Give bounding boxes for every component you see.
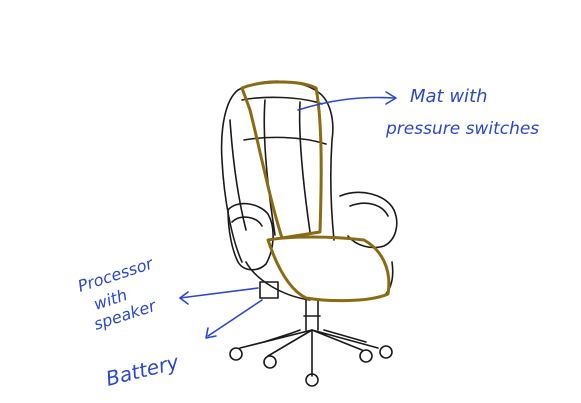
backrest-side [230,120,246,230]
arrow-mat [298,98,394,111]
label-battery: Battery [103,349,182,390]
caster [360,350,372,362]
mat-outline-back [242,82,321,238]
seat-base [246,262,393,300]
backrest-outline [222,81,334,262]
label-mat-line2: pressure switches [385,119,539,139]
caster [264,356,276,368]
arrow-battery [208,300,262,336]
caster [230,348,242,360]
label-mat-line1: Mat with [410,86,488,107]
backrest-headrest [242,97,326,144]
mat-outline-seat [268,237,389,301]
left-armrest [228,204,273,270]
backrest-seams [264,100,310,235]
gas-lift [304,300,320,330]
caster [380,346,392,358]
star-base [240,330,378,376]
arrow-processor [180,288,258,298]
